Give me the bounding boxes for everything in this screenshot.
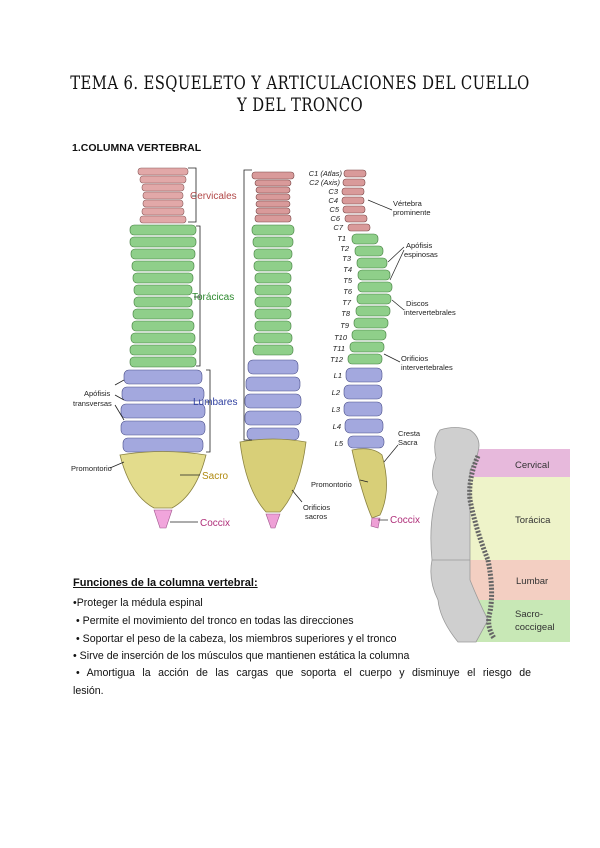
label-cervicales: Cervicales xyxy=(190,191,237,202)
vert-c6: C6 xyxy=(330,214,340,223)
vert-t11: T11 xyxy=(333,344,345,353)
functions-title: Funciones de la columna vertebral: xyxy=(73,577,258,589)
vert-t4: T4 xyxy=(343,265,352,274)
label-intervertebrales-2: intervertebrales xyxy=(401,363,453,372)
label-cresta: Cresta xyxy=(398,429,421,438)
vert-c1: C1 (Atlas) xyxy=(309,169,343,178)
label-lumbares: Lumbares xyxy=(193,397,237,408)
label-coccix-lat: Coccix xyxy=(390,515,420,526)
vert-l5: L5 xyxy=(335,439,344,448)
vert-t12: T12 xyxy=(330,355,344,364)
anterior-spine: Cervicales Torácicas Lumbares Sacro Cocc… xyxy=(71,167,237,529)
function-item: • Amortigua la acción de las cargas que … xyxy=(76,667,531,679)
label-intervertebrales: intervertebrales xyxy=(404,308,456,317)
label-sacro-curv: Sacro- xyxy=(515,609,543,620)
vert-l1: L1 xyxy=(334,371,342,380)
vert-t1: T1 xyxy=(337,234,346,243)
vert-c3: C3 xyxy=(328,187,338,196)
vert-t6: T6 xyxy=(343,287,353,296)
label-transversas: transversas xyxy=(73,399,112,408)
label-espinosas: espinosas xyxy=(404,250,438,259)
lateral-spine: C1 (Atlas) C2 (Axis) C3 C4 C5 C6 C7 T1 T… xyxy=(309,169,456,529)
section-heading: 1.COLUMNA VERTEBRAL xyxy=(72,142,202,154)
posterior-spine: Orificios sacros xyxy=(239,169,330,529)
vert-l3: L3 xyxy=(332,405,341,414)
vert-c4: C4 xyxy=(328,196,338,205)
function-item-continued: lesión. xyxy=(73,685,104,697)
function-item: •Proteger la médula espinal xyxy=(73,597,203,609)
label-orificios: Orificios xyxy=(303,503,330,512)
vert-t10: T10 xyxy=(334,333,348,342)
vert-l2: L2 xyxy=(332,388,341,397)
label-promontorio-lat: Promontorio xyxy=(311,480,352,489)
vert-t2: T2 xyxy=(340,244,350,253)
vert-c5: C5 xyxy=(329,205,339,214)
function-item: • Permite el movimiento del tronco en to… xyxy=(76,615,354,627)
vert-c2: C2 (Axis) xyxy=(309,178,340,187)
vert-t5: T5 xyxy=(343,276,353,285)
label-cervical: Cervical xyxy=(515,460,549,471)
curvature-figure: Cervical Torácica xyxy=(430,427,570,560)
page-title: TEMA 6. ESQUELETO Y ARTICULACIONES DEL C… xyxy=(70,72,530,116)
spine-illustration: Cervicales Torácicas Lumbares Sacro Cocc… xyxy=(71,167,570,560)
function-item: • Soportar el peso de la cabeza, los mie… xyxy=(76,633,397,645)
vert-t3: T3 xyxy=(342,254,352,263)
label-discos: Discos xyxy=(406,299,429,308)
vert-l4: L4 xyxy=(333,422,341,431)
label-toracica: Torácica xyxy=(515,515,551,526)
label-apofisis: Apófisis xyxy=(84,389,111,398)
label-prominente: prominente xyxy=(393,208,431,217)
label-apofisis-esp: Apófisis xyxy=(406,241,433,250)
vert-c7: C7 xyxy=(333,223,343,232)
label-lumbar: Lumbar xyxy=(516,576,548,587)
label-toracicas: Torácicas xyxy=(192,292,234,303)
vert-t9: T9 xyxy=(340,321,350,330)
label-sacros: sacros xyxy=(305,512,327,521)
label-vertebra: Vértebra xyxy=(393,199,423,208)
label-promontorio: Promontorio xyxy=(71,464,112,473)
label-sacro: Sacro xyxy=(202,471,229,482)
label-coccix: Coccix xyxy=(200,518,230,529)
curvature-figure-lower: Lumbar Sacro- coccigeal xyxy=(430,560,570,643)
function-item: • Sirve de inserción de los músculos que… xyxy=(73,650,410,662)
label-sacra: Sacra xyxy=(398,438,418,447)
label-coccigeal: coccigeal xyxy=(515,622,555,633)
label-orificios-iv: Orificios xyxy=(401,354,428,363)
vert-t8: T8 xyxy=(341,309,351,318)
vert-t7: T7 xyxy=(342,298,352,307)
